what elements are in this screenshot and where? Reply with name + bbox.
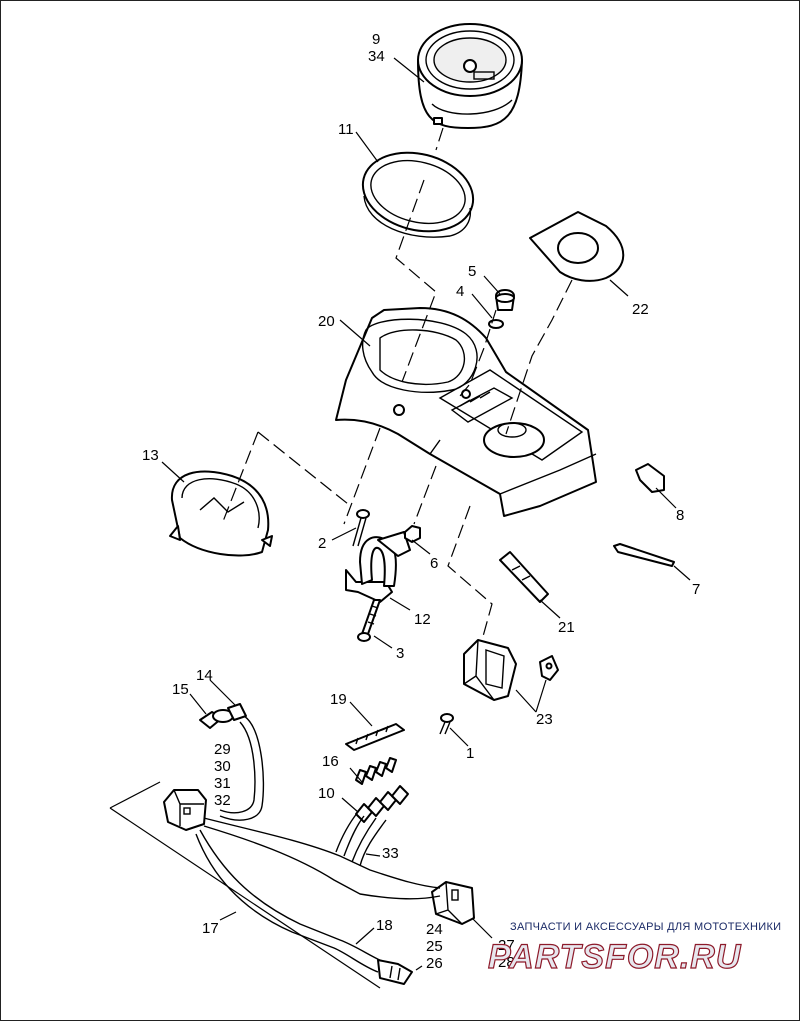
label-21: 21 xyxy=(558,619,575,636)
connector-27 xyxy=(431,881,475,925)
label-24: 24 xyxy=(426,921,443,938)
leader-lines xyxy=(109,57,691,989)
mounting-bracket xyxy=(169,470,273,557)
gasket-plate xyxy=(529,211,625,282)
sensor xyxy=(199,703,247,729)
label-10: 10 xyxy=(318,785,335,802)
terminals xyxy=(355,757,397,785)
assembly-dash-lines xyxy=(221,127,573,641)
screw-1 xyxy=(439,713,454,735)
wire-harness xyxy=(195,715,441,985)
label-8: 8 xyxy=(676,507,684,524)
bracket-strip xyxy=(499,551,549,603)
label-27: 27 xyxy=(498,937,515,954)
screw-2 xyxy=(352,509,370,547)
label-25: 25 xyxy=(426,938,443,955)
label-4: 4 xyxy=(456,283,464,300)
label-16: 16 xyxy=(322,753,339,770)
switch-module xyxy=(463,639,559,701)
label-15: 15 xyxy=(172,681,189,698)
label-14: 14 xyxy=(196,667,213,684)
label-11: 11 xyxy=(338,121,354,138)
label-26: 26 xyxy=(426,955,443,972)
label-1: 1 xyxy=(466,745,474,762)
label-28: 28 xyxy=(498,954,515,971)
label-7: 7 xyxy=(692,581,700,598)
cable-tie xyxy=(613,543,675,567)
clip xyxy=(635,463,665,493)
dash-console xyxy=(335,307,597,517)
label-31: 31 xyxy=(214,775,231,792)
label-20: 20 xyxy=(318,313,335,330)
label-12: 12 xyxy=(414,611,431,628)
label-3: 3 xyxy=(396,645,404,662)
label-19: 19 xyxy=(330,691,347,708)
gauge xyxy=(417,23,523,129)
part-number-labels: 9 34 11 5 4 20 22 13 8 2 6 7 12 21 3 14 … xyxy=(142,31,700,972)
label-32: 32 xyxy=(214,792,231,809)
label-17: 17 xyxy=(202,920,219,937)
connector-pins xyxy=(355,785,409,823)
label-9: 9 xyxy=(372,31,380,48)
label-29: 29 xyxy=(214,741,231,758)
gasket-ring xyxy=(361,151,475,238)
label-5: 5 xyxy=(468,263,476,280)
knob-and-washer xyxy=(488,289,515,329)
clamp-bracket xyxy=(345,531,411,603)
bolt-3 xyxy=(357,599,381,642)
watermark: ЗАПЧАСТИ И АКСЕССУАРЫ ДЛЯ МОТОТЕХНИКИ PA… xyxy=(487,921,781,977)
watermark-brand: PARTSFOR.RU xyxy=(488,938,742,976)
label-13: 13 xyxy=(142,447,159,464)
watermark-caption: ЗАПЧАСТИ И АКСЕССУАРЫ ДЛЯ МОТОТЕХНИКИ xyxy=(510,921,781,933)
label-33: 33 xyxy=(382,845,399,862)
terminal-block xyxy=(345,723,405,751)
label-23: 23 xyxy=(536,711,553,728)
nut-6 xyxy=(404,525,421,543)
connector-29 xyxy=(163,789,207,831)
label-18: 18 xyxy=(376,917,393,934)
label-22: 22 xyxy=(632,301,649,318)
label-34: 34 xyxy=(368,48,385,65)
label-30: 30 xyxy=(214,758,231,775)
label-2: 2 xyxy=(318,535,326,552)
label-6: 6 xyxy=(430,555,438,572)
